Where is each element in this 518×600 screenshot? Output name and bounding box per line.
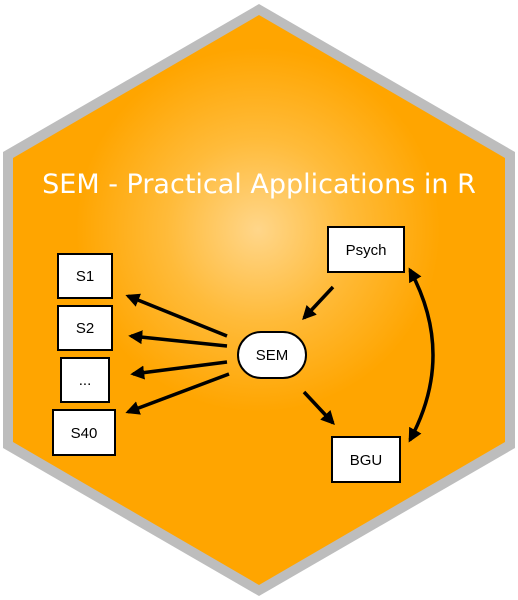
sticker-title: SEM - Practical Applications in R	[42, 169, 476, 200]
node-bgu: BGU	[331, 436, 401, 483]
node-s1-label: S1	[76, 268, 94, 285]
node-psych-label: Psych	[346, 242, 387, 259]
node-sem-label: SEM	[256, 347, 289, 364]
edge-psych-sem	[302, 285, 335, 321]
edge-sem-bgu	[302, 390, 335, 426]
edge-psych-bgu-covariance	[408, 267, 435, 443]
node-bgu-label: BGU	[350, 452, 383, 469]
node-dots-label: ...	[79, 372, 92, 389]
node-s1: S1	[57, 253, 113, 299]
node-s40: S40	[52, 409, 116, 456]
node-psych: Psych	[327, 226, 405, 273]
edge-sem-s1	[125, 293, 228, 338]
node-s2: S2	[57, 305, 113, 351]
edge-sem-s40	[125, 372, 230, 415]
node-dots: ...	[60, 357, 110, 403]
hex-background	[13, 15, 505, 585]
node-sem: SEM	[237, 331, 307, 379]
node-s40-label: S40	[71, 425, 98, 442]
edge-sem-dots	[130, 360, 228, 380]
edge-sem-s2	[128, 330, 228, 348]
node-s2-label: S2	[76, 320, 94, 337]
